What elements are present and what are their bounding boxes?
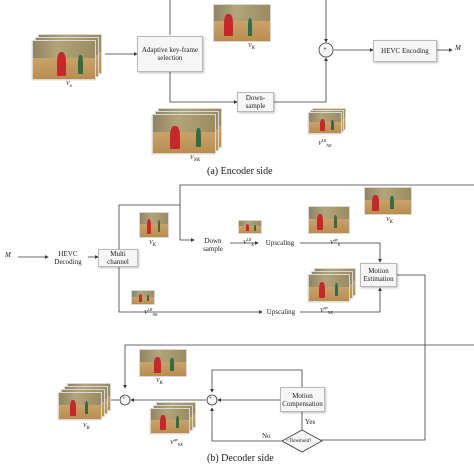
label-vnk-sr: VupNK [170,437,184,448]
encoder-keyframe-image [213,4,271,42]
decoder-sum-symbol-left: + [122,396,126,402]
encoder-caption: (a) Encoder side [207,166,273,177]
upscaling-top-box: Upscaling [265,239,295,247]
video-frame [32,40,96,80]
video-frame [308,274,350,302]
label-vk-lr: VLRK [243,237,255,248]
down-sample-box: Down sample [203,237,223,253]
no-label: No [262,432,271,440]
encoder-output-m: M [455,44,461,52]
label-vk: VK [248,43,256,52]
label-vk-top: VK [386,217,394,226]
motion-estimation-box: Motion Estimation [360,263,397,287]
encoder-sum-symbol: + [323,45,327,53]
label-vk-up: VupK [330,237,341,248]
decoder-nonkey-lr-image [131,290,155,305]
label-vnk: VNK [190,155,201,164]
label-vnk-lr: VLRNK [318,138,332,149]
motion-compensation-box: Motion Compensation [280,387,325,412]
adaptive-keyframe-box: Adaptive key-frame selection [137,36,203,72]
label-vnk-lr-dec: VLRNK [144,307,158,318]
decoder-keyframe-mc-image [139,349,187,377]
decoder-input-m: M [5,251,11,259]
decoder-caption: (b) Decoder side [207,453,274,464]
video-frame [150,408,190,434]
video-frame [58,392,102,420]
label-vk-mc: VK [156,378,164,387]
decoder-keyframe-top-image [364,187,412,215]
hevc-encoding-box: HEVC Encoding [373,40,437,62]
label-vnk-up: VupNK [320,305,334,316]
decoder-keyframe-lr-image [238,220,262,234]
multi-channel-box: Multi channel [98,249,138,267]
decoder-keyframe-image [139,212,169,238]
upscaling-bottom-box: Upscaling [266,308,296,316]
video-frame [152,114,216,154]
yes-label: Yes [305,418,316,426]
decoder-sum-symbol-mid: + [209,396,213,402]
decoder-sum-node-mid [206,394,218,406]
decoder-sum-node-left [119,394,131,406]
downsample-box: Down-sample [237,92,274,112]
video-frame [308,112,342,134]
label-vk-dec: VK [149,240,157,249]
hevc-decoding-box: HEVC Decoding [54,250,82,266]
label-vr: VR [83,423,90,432]
threshold-label: <Threshold? [286,439,312,444]
label-vo: Vo [66,81,73,90]
encoder-sum-node [318,42,334,58]
threshold-diamond-shape [281,429,323,453]
decoder-keyframe-up-image [308,206,350,234]
